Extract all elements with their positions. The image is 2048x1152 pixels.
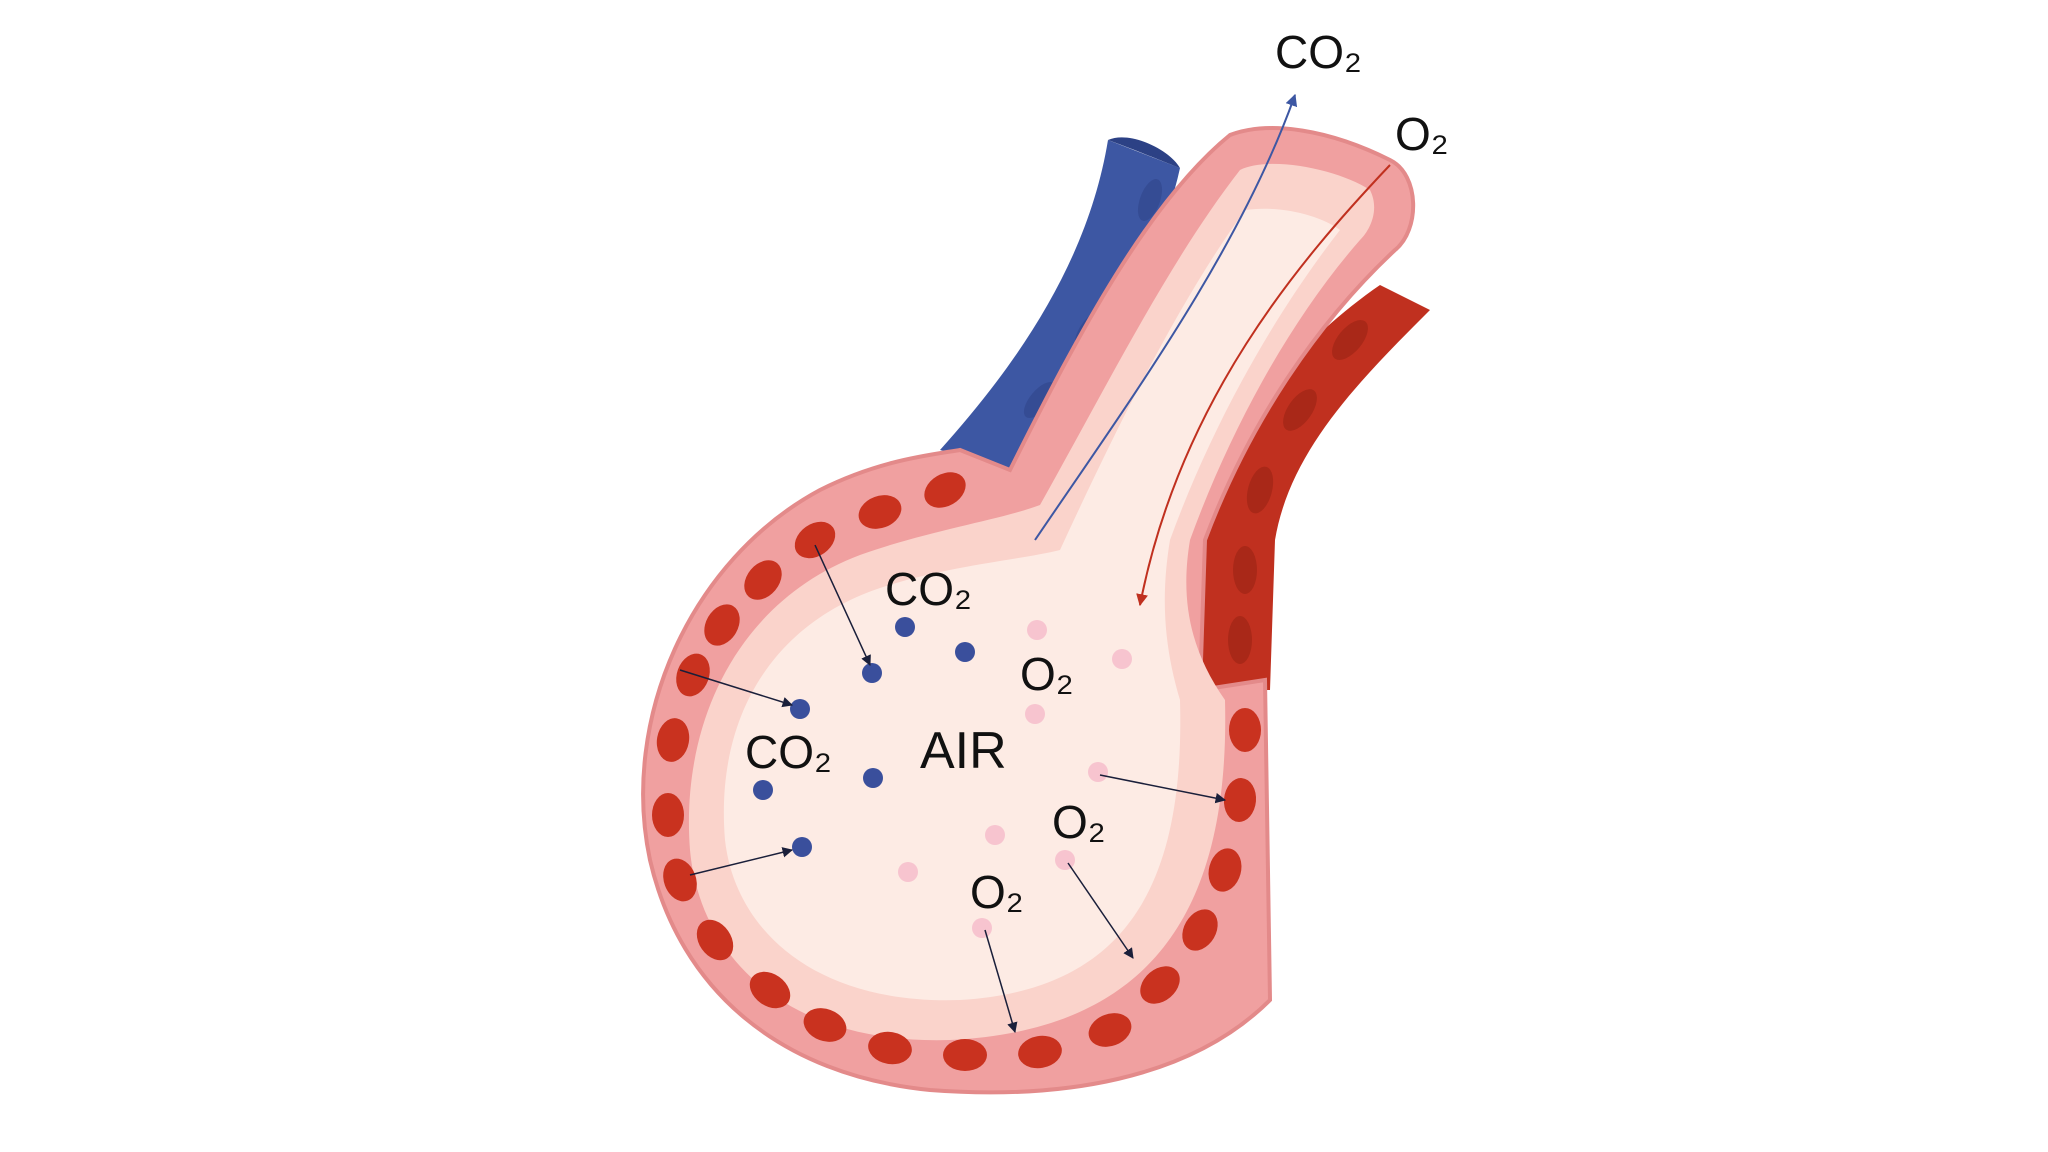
o2-inner-label-3: O₂ <box>970 866 1024 918</box>
o2-molecules <box>898 620 1132 938</box>
o2-inner-label-2: O₂ <box>1052 796 1106 848</box>
air-label: AIR <box>920 722 1007 780</box>
o2-top-label: O₂ <box>1395 108 1449 160</box>
co2-exhale-arrow <box>1034 93 1298 541</box>
co2-top-label: CO₂ <box>1275 26 1362 78</box>
o2-inner-label-1: O₂ <box>1020 648 1074 700</box>
diffusion-arrows <box>679 544 1227 1034</box>
co2-inner-label-2: CO₂ <box>745 726 832 778</box>
red-blood-cells <box>652 472 1261 1071</box>
o2-inhale-arrow <box>1136 164 1391 607</box>
co2-inner-label-1: CO₂ <box>885 563 972 615</box>
co2-molecules <box>753 617 975 857</box>
oxygenated-blood-vessel <box>1200 285 1430 690</box>
air-space <box>723 208 1340 1001</box>
